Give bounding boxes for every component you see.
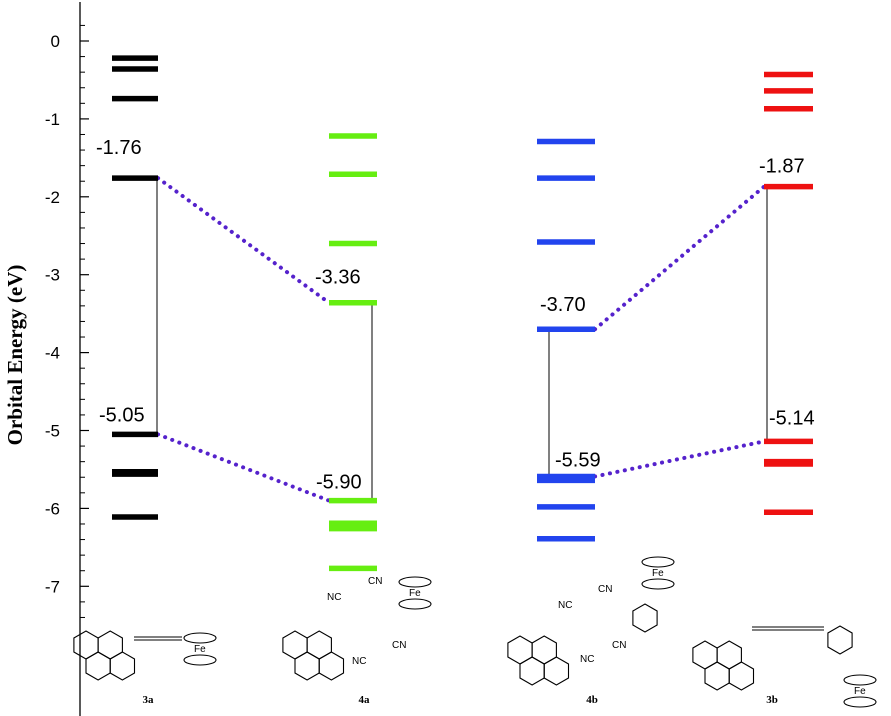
cn-label: CN	[598, 584, 612, 595]
pyrene-ring	[716, 640, 742, 670]
pyrene-ring	[704, 661, 730, 691]
y-tick-label: -7	[45, 577, 60, 596]
pyrene-ring	[728, 661, 755, 691]
cp-ring-top	[843, 674, 877, 686]
pyrene-ring	[109, 651, 136, 681]
compound-label-3b: 3b	[766, 694, 778, 706]
structure-3a-pyrene	[73, 630, 136, 681]
homo-connector-4b-3b	[593, 439, 766, 479]
y-tick-label: -2	[45, 188, 60, 207]
fe-atom-label: Fe	[409, 588, 421, 599]
cn-label: CN	[612, 640, 626, 651]
y-tick-label: -1	[45, 110, 60, 129]
cp-ring-bottom	[641, 578, 675, 590]
homo-lumo-connectors	[156, 176, 768, 503]
y-tick-label: -6	[45, 499, 60, 518]
homo-label-3a: -5.05	[99, 404, 145, 426]
pyrene-ring	[97, 630, 123, 660]
homo-connector-3a-4a	[156, 432, 331, 503]
pyrene-ring	[85, 651, 111, 681]
cn-label: CN	[368, 576, 382, 587]
y-tick-label: -5	[45, 422, 60, 441]
cp-ring-bottom	[183, 654, 217, 666]
cn-label: NC	[580, 654, 594, 665]
pyrene-ring	[543, 656, 570, 686]
homo-label-3b: -5.14	[769, 407, 815, 429]
lumo-label-3a: -1.76	[96, 137, 142, 159]
homo-label-4b: -5.59	[555, 449, 601, 471]
lumo-label-4a: -3.36	[315, 267, 361, 289]
structure-3b-pyrene	[692, 640, 755, 691]
lumo-label-3b: -1.87	[759, 156, 805, 178]
phenyl-ring	[632, 603, 658, 633]
y-axis-label: Orbital Energy (eV)	[3, 265, 27, 446]
lumo-label-4b: -3.70	[540, 294, 586, 316]
compound-label-3a: 3a	[143, 694, 155, 706]
cp-ring-top	[183, 632, 217, 644]
cp-ring-bottom	[843, 696, 877, 708]
structure-4b-pyrene	[507, 635, 570, 686]
structure-4a-ferrocene: Fe	[398, 576, 432, 610]
pyrene-ring	[294, 651, 320, 681]
cp-ring-bottom	[398, 598, 432, 610]
y-tick-label: 0	[51, 32, 60, 51]
compound-label-4a: 4a	[359, 694, 371, 706]
structure-4a-pyrene	[282, 630, 345, 681]
cp-ring-top	[641, 556, 675, 568]
y-axis: 0 -1 -2 -3 -4 -5 -6 -7	[45, 2, 89, 716]
pyrene-ring	[306, 630, 332, 660]
fe-atom-label: Fe	[652, 568, 664, 579]
y-tick-label: -3	[45, 266, 60, 285]
pyrene-ring	[531, 635, 557, 665]
phenyl-ring	[827, 625, 853, 655]
cn-label: NC	[327, 592, 341, 603]
structure-3a-ferrocene: Fe	[183, 632, 217, 666]
pyrene-ring	[507, 635, 533, 665]
pyrene-ring	[519, 656, 545, 686]
cn-label: CN	[392, 640, 406, 651]
cn-label: NC	[352, 656, 366, 667]
structure-4b-ferrocene: Fe	[641, 556, 675, 590]
pyrene-ring	[282, 630, 308, 660]
cn-label: NC	[558, 600, 572, 611]
fe-atom-label: Fe	[194, 644, 206, 655]
compound-label-4b: 4b	[586, 694, 598, 706]
structure-3b-ferrocene: Fe	[843, 674, 877, 708]
cp-ring-top	[398, 576, 432, 588]
lumo-connector-3a-4a	[156, 176, 331, 305]
pyrene-ring	[73, 630, 99, 660]
energy-labels: -1.76 -5.05 -3.36 -5.90 -3.70 -5.59 -1.87 -5.14	[96, 137, 815, 494]
fe-atom-label: Fe	[854, 686, 866, 697]
y-tick-label: -4	[45, 344, 60, 363]
homo-label-4a: -5.90	[316, 472, 362, 494]
lumo-connector-4b-3b	[593, 184, 766, 332]
pyrene-ring	[692, 640, 718, 670]
pyrene-ring	[318, 651, 345, 681]
energy-levels	[112, 55, 813, 572]
